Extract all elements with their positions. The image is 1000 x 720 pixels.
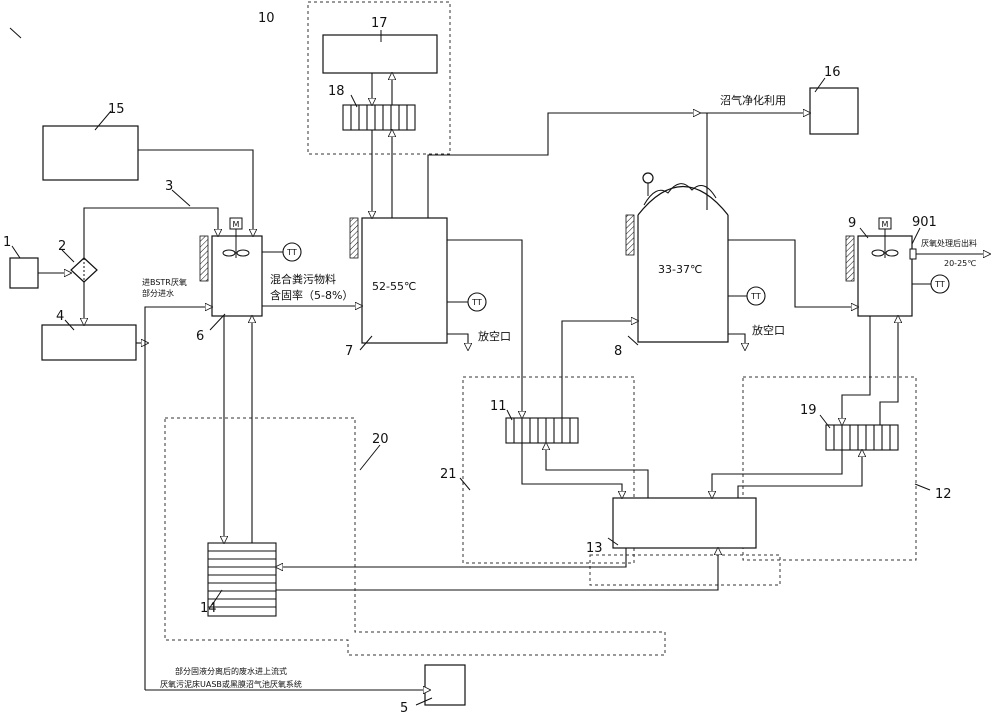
heat-exchanger-18 bbox=[342, 104, 416, 131]
temp-label-8: 33-37℃ bbox=[658, 263, 702, 276]
heat-exchanger-19 bbox=[825, 424, 899, 451]
biogas-label: 沼气净化利用 bbox=[720, 93, 786, 107]
thermometer-9-icon bbox=[930, 274, 950, 294]
label-20: 20 bbox=[372, 432, 389, 447]
motor-label-6: M bbox=[233, 220, 240, 229]
tank-13 bbox=[612, 497, 757, 549]
outlet-nozzle-901 bbox=[909, 248, 917, 260]
label-21: 21 bbox=[440, 467, 457, 482]
equipment-5 bbox=[424, 664, 466, 706]
label-13: 13 bbox=[586, 541, 603, 556]
tt-label-8: TT bbox=[750, 292, 761, 301]
tt-label-9: TT bbox=[934, 280, 945, 289]
equipment-4 bbox=[41, 324, 137, 361]
bottom-note-1: 部分固液分离后的废水进上流式 bbox=[175, 666, 287, 676]
label-901: 901 bbox=[912, 215, 937, 230]
gas-valve-icon bbox=[642, 172, 654, 184]
tt-label-7: TT bbox=[471, 298, 482, 307]
temp-label-7: 52-55℃ bbox=[372, 280, 416, 293]
reactor-8 bbox=[637, 172, 729, 343]
label-12: 12 bbox=[935, 487, 952, 502]
label-9: 9 bbox=[848, 216, 856, 231]
bottom-note-2: 厌氧污泥床UASB或黑膜沼气池厌氧系统 bbox=[160, 679, 302, 689]
wall-supports bbox=[199, 214, 855, 282]
heat-exchanger-11 bbox=[505, 417, 579, 444]
mixer-6 bbox=[222, 217, 250, 258]
label-4: 4 bbox=[56, 309, 64, 324]
thermometer-8-icon bbox=[746, 286, 766, 306]
label-5: 5 bbox=[400, 701, 408, 716]
boundary-13-link bbox=[589, 554, 781, 586]
equipment-17 bbox=[322, 34, 438, 74]
boundary-12 bbox=[742, 376, 917, 561]
solids-content-label: 含固率（5-8%） bbox=[270, 288, 353, 302]
tank-6 bbox=[211, 235, 263, 317]
label-6: 6 bbox=[196, 329, 204, 344]
label-18: 18 bbox=[328, 84, 345, 99]
vent-label-8: 放空口 bbox=[752, 323, 785, 337]
label-1: 1 bbox=[3, 235, 11, 250]
inlet-label-1: 进BSTR厌氧 bbox=[142, 277, 187, 287]
equipment-1 bbox=[9, 257, 39, 289]
label-8: 8 bbox=[614, 344, 622, 359]
label-15: 15 bbox=[108, 102, 125, 117]
label-19: 19 bbox=[800, 403, 817, 418]
vent-label-7: 放空口 bbox=[478, 329, 511, 343]
dashed-boundaries bbox=[164, 1, 917, 656]
thermometer-7-icon bbox=[467, 292, 487, 312]
label-7: 7 bbox=[345, 344, 353, 359]
outlet-temp-label: 20-25℃ bbox=[944, 259, 976, 268]
heat-exchanger-14 bbox=[207, 542, 277, 617]
tt-label-6: TT bbox=[286, 248, 297, 257]
equipment-15 bbox=[42, 125, 139, 181]
label-16: 16 bbox=[824, 65, 841, 80]
label-17: 17 bbox=[371, 16, 388, 31]
filter-2 bbox=[70, 257, 98, 283]
label-3: 3 bbox=[165, 179, 173, 194]
thermometer-6-icon bbox=[282, 242, 302, 262]
outlet-label: 厌氧处理后出料 bbox=[921, 238, 977, 248]
label-10: 10 bbox=[258, 11, 275, 26]
equipment-16 bbox=[809, 87, 859, 135]
label-14: 14 bbox=[200, 601, 217, 616]
boundary-10 bbox=[307, 1, 451, 155]
pipes bbox=[38, 73, 990, 690]
label-11: 11 bbox=[490, 399, 507, 414]
inlet-label-2: 部分进水 bbox=[142, 288, 174, 298]
mixer-9 bbox=[871, 217, 899, 258]
motor-label-9: M bbox=[882, 220, 889, 229]
leader-lines bbox=[9, 27, 931, 706]
mixed-feed-label: 混合粪污物料 bbox=[270, 272, 336, 286]
reactor-7 bbox=[361, 217, 448, 344]
label-2: 2 bbox=[58, 239, 66, 254]
boundary-20 bbox=[164, 417, 666, 656]
